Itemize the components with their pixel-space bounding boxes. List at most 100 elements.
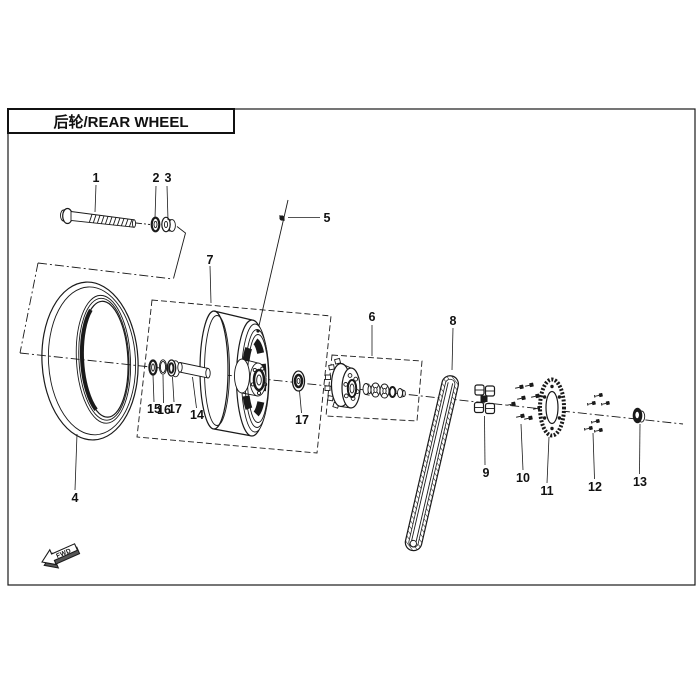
sprocket-hole bbox=[542, 395, 547, 399]
bolt bbox=[515, 384, 524, 390]
leader-2 bbox=[154, 185, 157, 219]
bolt bbox=[507, 401, 516, 407]
leader-13 bbox=[639, 423, 641, 475]
splined-ring-b bbox=[379, 383, 390, 399]
phantom-box-top bbox=[37, 262, 174, 280]
callout-14: 14 bbox=[190, 408, 204, 422]
nut-hole bbox=[163, 221, 169, 228]
wheel-rim bbox=[199, 310, 270, 437]
sprocket-hole bbox=[550, 384, 554, 389]
callout-13: 13 bbox=[633, 475, 647, 489]
leader-12 bbox=[592, 432, 595, 480]
callout-9: 9 bbox=[483, 466, 490, 480]
valve-5 bbox=[279, 215, 285, 221]
sleeve-end bbox=[367, 385, 372, 395]
axle-axis-segment bbox=[135, 222, 151, 225]
spacer-tube-14-left-end bbox=[177, 362, 183, 373]
callout-5: 5 bbox=[324, 211, 331, 225]
hub-face-hole bbox=[343, 393, 349, 399]
page-border bbox=[7, 108, 696, 586]
drive-chain bbox=[404, 375, 460, 552]
flange-nut-hole bbox=[635, 411, 639, 419]
callout-2: 2 bbox=[153, 171, 160, 185]
tire-shoulder-line bbox=[47, 286, 137, 436]
rear-sprocket bbox=[538, 377, 566, 438]
axle-thread-hatch bbox=[88, 214, 133, 227]
hub-stud bbox=[324, 385, 331, 391]
centerlines bbox=[19, 199, 684, 425]
hub-face-hole bbox=[350, 396, 356, 401]
callout-11: 11 bbox=[540, 484, 553, 498]
callout-15: 15 bbox=[147, 402, 161, 416]
bolt bbox=[583, 425, 593, 431]
splined-ring-a bbox=[370, 382, 381, 398]
valve-hole bbox=[256, 329, 260, 333]
hub-coupling-assembly bbox=[324, 357, 406, 409]
rim-group-box bbox=[136, 299, 332, 454]
splined-ring-a-teeth bbox=[372, 384, 379, 396]
hub-stud bbox=[325, 374, 331, 380]
fwd-arrow-face bbox=[41, 543, 79, 566]
callout-10: 10 bbox=[516, 471, 530, 485]
bearing-17-right bbox=[291, 370, 306, 392]
callout-3: 3 bbox=[165, 171, 172, 185]
hub-center-hole bbox=[349, 383, 355, 394]
sprocket-center-opening bbox=[545, 390, 559, 425]
spacer-tube-14-right-end bbox=[205, 367, 211, 379]
hub-face-hole bbox=[354, 389, 360, 394]
bolt bbox=[590, 418, 600, 424]
callout-4: 4 bbox=[72, 491, 79, 505]
sprocket-teeth bbox=[538, 377, 566, 438]
sleeve-bottom bbox=[365, 394, 370, 396]
bolt bbox=[593, 427, 603, 433]
hub-face-hole bbox=[353, 376, 359, 382]
valve-stem bbox=[279, 215, 285, 221]
bolt bbox=[516, 413, 525, 419]
taper-end bbox=[402, 390, 406, 397]
axle-axis-connector bbox=[173, 226, 187, 279]
callout-7: 7 bbox=[207, 253, 214, 267]
hub-face-hole bbox=[347, 373, 353, 378]
callout-numbers: 1 2 3 4 5 6 7 8 9 10 11 12 13 14 15 16 1… bbox=[72, 171, 647, 505]
bolt bbox=[586, 400, 596, 406]
hub-bolt-hole bbox=[256, 390, 262, 396]
sprocket-hole bbox=[542, 416, 547, 420]
sprocket-hole bbox=[557, 416, 562, 420]
bolt bbox=[524, 415, 533, 421]
nut-flange bbox=[161, 216, 171, 233]
hub-stud bbox=[327, 395, 334, 402]
hub-barrel-top bbox=[241, 358, 259, 364]
hub-bolt-hole bbox=[263, 382, 268, 387]
hub-stud bbox=[334, 357, 342, 365]
tire-bead-line-mid bbox=[78, 297, 130, 421]
rim-barrel-bottom bbox=[213, 428, 253, 437]
callout-17-left: 17 bbox=[168, 402, 182, 416]
splined-ring-b-hole bbox=[382, 387, 387, 395]
callout-17-right: 17 bbox=[295, 413, 309, 427]
bolt-set-12 bbox=[583, 392, 610, 433]
chain-rail-bottom bbox=[410, 382, 449, 544]
sprocket-hole bbox=[557, 395, 562, 399]
hub-face-hole bbox=[343, 382, 349, 387]
leader-lines bbox=[74, 184, 641, 491]
leader-3 bbox=[166, 185, 169, 221]
leader-11 bbox=[546, 436, 550, 484]
tire-bead-line-outer bbox=[75, 294, 132, 424]
hub-bore-hole bbox=[256, 374, 262, 386]
phantom-box-left bbox=[19, 262, 39, 354]
leader-9 bbox=[484, 415, 486, 466]
callout-12: 12 bbox=[588, 480, 602, 494]
chain-rail-top bbox=[415, 383, 454, 545]
callout-16: 16 bbox=[157, 403, 171, 417]
bolt bbox=[600, 400, 610, 406]
seal-15-hole bbox=[151, 363, 155, 372]
damper-nut-set bbox=[473, 384, 496, 415]
rim-barrel-top bbox=[213, 310, 253, 321]
taper-top bbox=[399, 388, 405, 391]
bolt bbox=[517, 395, 526, 401]
ring-16-inner bbox=[159, 360, 167, 374]
bolt bbox=[593, 392, 603, 398]
washer-2 bbox=[150, 216, 161, 233]
tire bbox=[41, 281, 139, 441]
